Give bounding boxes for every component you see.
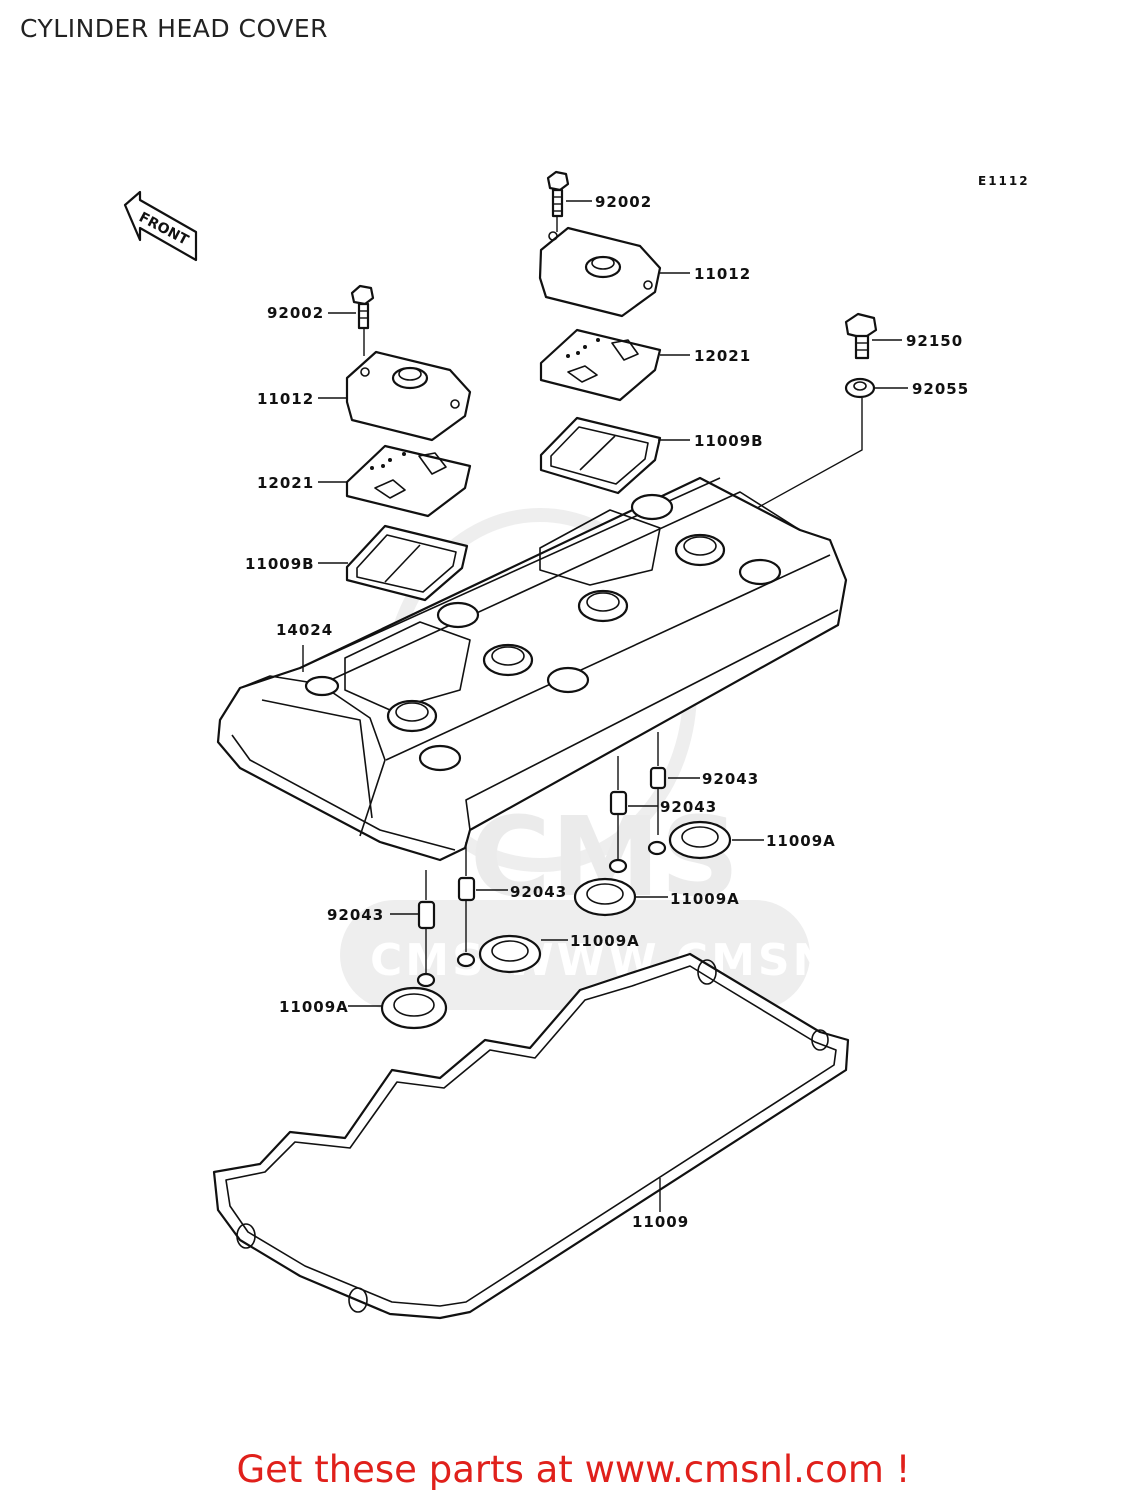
- plate-left-icon: [345, 444, 472, 518]
- oring-3-icon: [456, 934, 542, 974]
- label-bolt-top: 92002: [595, 193, 652, 211]
- front-arrow-icon: FRONT: [123, 190, 198, 262]
- label-dowel-2: 92043: [660, 798, 717, 816]
- footer-link[interactable]: Get these parts at www.cmsnl.com !: [236, 1448, 911, 1491]
- oring-1-icon: [647, 820, 732, 860]
- parts-diagram: CMS CMS WWW.CMSNL.COM E1112 FRONT: [123, 170, 1030, 1320]
- cap-left-icon: [345, 350, 472, 442]
- label-cover: 14024: [276, 621, 333, 639]
- label-oring-3: 11009A: [570, 932, 640, 950]
- label-dowel-3: 92043: [510, 883, 567, 901]
- cap-top-icon: [538, 226, 662, 318]
- label-cap-left: 11012: [257, 390, 314, 408]
- label-bolt-right: 92150: [906, 332, 963, 350]
- label-oring-2: 11009A: [670, 890, 740, 908]
- dowel-2-icon: [609, 790, 628, 816]
- dowel-1-icon: [649, 766, 667, 790]
- plate-top-icon: [539, 328, 662, 402]
- gasket-top-icon: [539, 416, 662, 495]
- label-oring-4: 11009A: [279, 998, 349, 1016]
- bolt-top-icon: [546, 170, 570, 218]
- gasket-left-icon: [345, 524, 469, 602]
- label-dowel-4: 92043: [327, 906, 384, 924]
- cylinder-head-cover-icon: [216, 476, 848, 862]
- label-washer-right: 92055: [912, 380, 969, 398]
- washer-right-icon: [844, 377, 876, 399]
- bolt-right-icon: [844, 312, 878, 360]
- bolt-left-icon: [350, 284, 375, 330]
- label-head-gasket: 11009: [632, 1213, 689, 1231]
- diagram-code: E1112: [978, 174, 1030, 188]
- label-plate-left: 12021: [257, 474, 314, 492]
- dowel-4-icon: [417, 900, 436, 930]
- label-plate-top: 12021: [694, 347, 751, 365]
- oring-2-icon: [573, 858, 637, 917]
- label-gasket-top: 11009B: [694, 432, 764, 450]
- page-title: CYLINDER HEAD COVER: [20, 14, 329, 43]
- label-cap-top: 11012: [694, 265, 751, 283]
- label-bolt-left: 92002: [267, 304, 324, 322]
- label-dowel-1: 92043: [702, 770, 759, 788]
- dowel-3-icon: [457, 876, 476, 902]
- oring-4-icon: [380, 972, 448, 1030]
- head-gasket-icon: [212, 952, 850, 1320]
- label-gasket-left: 11009B: [245, 555, 315, 573]
- label-oring-1: 11009A: [766, 832, 836, 850]
